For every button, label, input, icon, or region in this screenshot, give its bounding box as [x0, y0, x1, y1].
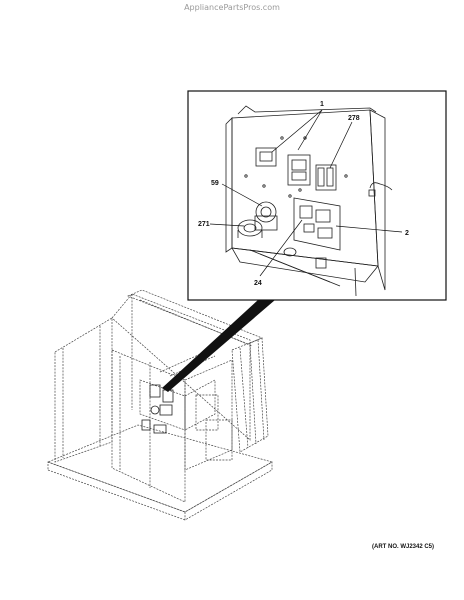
callout-59: 59 — [211, 180, 219, 187]
callout-2: 2 — [405, 230, 409, 237]
detail-leader-wedge — [162, 300, 275, 392]
callout-24: 24 — [254, 280, 262, 287]
unit-assembly — [47, 289, 273, 521]
art-number: (ART NO. WJ2342 C5) — [372, 544, 435, 550]
watermark: AppliancePartsPros.com — [184, 3, 280, 12]
callout-271: 271 — [198, 221, 210, 228]
callout-leaders — [209, 109, 403, 277]
callout-278: 278 — [348, 115, 360, 122]
detail-box — [187, 90, 447, 301]
callout-1: 1 — [320, 101, 324, 108]
lower-control-components — [141, 384, 174, 434]
detail-control-panel — [225, 105, 393, 297]
